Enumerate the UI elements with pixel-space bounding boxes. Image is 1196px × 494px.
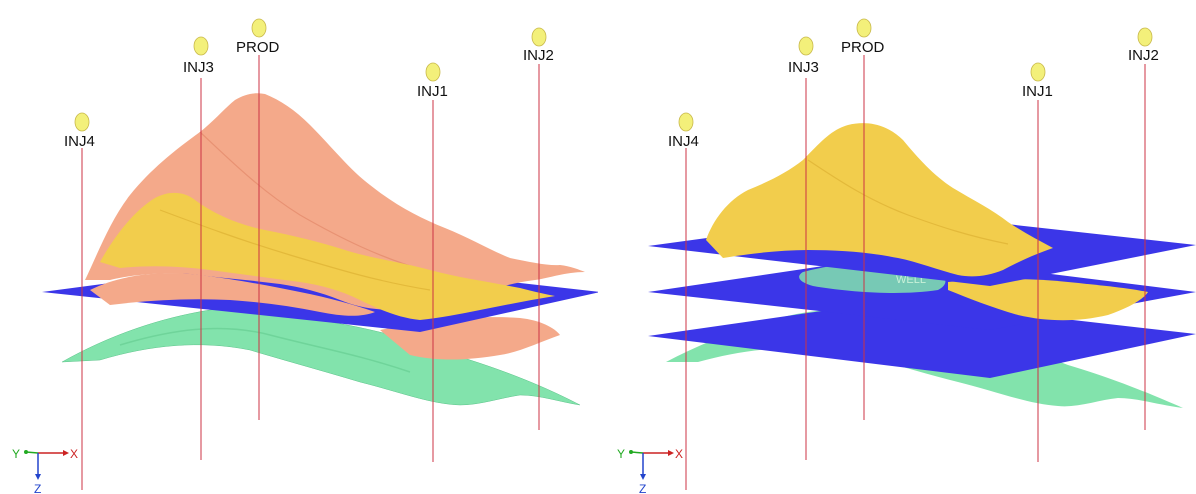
well-head-marker-icon xyxy=(74,18,547,132)
axis-triad-icon: Y X Z xyxy=(617,447,683,494)
well-label-prod: PROD xyxy=(841,39,885,56)
well-label-inj2: INJ2 xyxy=(523,47,554,64)
salmon-front-lobe xyxy=(90,273,375,316)
yellow-shading xyxy=(159,209,431,291)
salmon-shading xyxy=(199,131,431,273)
axis-label-z: Z xyxy=(34,482,41,494)
well-label-inj1: INJ1 xyxy=(1022,83,1053,100)
yellow-lobe-right xyxy=(948,279,1148,321)
right-3d-view: WELL INJ4 INJ3 PROD INJ1 INJ2 xyxy=(598,0,1196,494)
well-label-inj1: INJ1 xyxy=(417,83,448,100)
left-3d-view: INJ4 INJ3 PROD INJ1 INJ2 Y X Z xyxy=(12,18,598,494)
axis-label-x: X xyxy=(675,447,683,461)
axis-label-y: Y xyxy=(617,447,625,461)
well-label-inj3: INJ3 xyxy=(183,59,214,76)
right-scene: WELL INJ4 INJ3 PROD INJ1 INJ2 xyxy=(617,18,1196,494)
well-label-inj2: INJ2 xyxy=(1128,47,1159,64)
axis-label-z: Z xyxy=(639,482,646,494)
left-scene: INJ4 INJ3 PROD INJ1 INJ2 Y X Z xyxy=(12,18,598,494)
well-label-inj3: INJ3 xyxy=(788,59,819,76)
yellow-shading xyxy=(807,159,1009,245)
axis-label-x: X xyxy=(70,447,78,461)
yellow-horizon-surface xyxy=(100,192,555,320)
green-shading xyxy=(119,327,411,373)
well-label-inj4: INJ4 xyxy=(64,133,95,150)
yellow-horizon-surface xyxy=(706,123,1053,277)
axis-triad-icon: Y X Z xyxy=(12,447,78,494)
well-label-inj4: INJ4 xyxy=(668,133,699,150)
axis-label-y: Y xyxy=(12,447,20,461)
well-head-marker-icon xyxy=(678,18,1153,132)
well-label-prod: PROD xyxy=(236,39,280,56)
